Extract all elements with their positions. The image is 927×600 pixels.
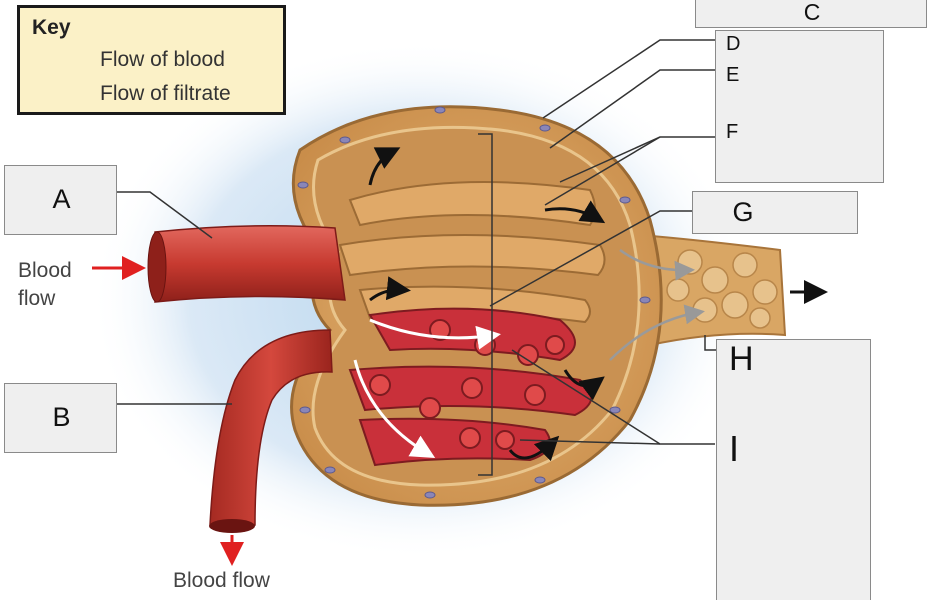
podocyte-folds xyxy=(338,181,606,324)
label-h-text: H xyxy=(729,340,754,378)
label-box-def[interactable]: D E F xyxy=(715,30,884,183)
key-title: Key xyxy=(32,16,71,39)
label-g-text: G xyxy=(732,197,754,227)
label-i-text: I xyxy=(729,428,740,469)
tubule-flow-arrows xyxy=(609,248,705,361)
efferent-opening xyxy=(209,519,255,533)
label-box-a[interactable]: A xyxy=(4,165,117,235)
blood-flow-arrows xyxy=(92,256,244,566)
label-a-text: A xyxy=(52,184,71,214)
label-d-text: D xyxy=(726,33,741,55)
afferent-arteriole xyxy=(154,225,346,303)
tubule-cells xyxy=(666,249,778,329)
leader-lines xyxy=(117,39,717,476)
label-box-hi[interactable]: H I xyxy=(716,339,871,600)
key-blood-label: Flow of blood xyxy=(100,48,225,71)
label-box-b[interactable]: B xyxy=(4,383,117,453)
blood-flow-left-line1: Blood xyxy=(18,259,72,282)
blood-flow-left-line2: flow xyxy=(18,287,56,310)
label-e-text: E xyxy=(726,64,740,86)
capillary-flow-arrows xyxy=(353,318,501,459)
blood-flow-left-label: Blood flow xyxy=(18,257,72,313)
label-box-g[interactable]: G xyxy=(692,191,858,234)
afferent-opening xyxy=(147,231,167,303)
filtrate-flow-arrows xyxy=(368,147,828,462)
legend-key: Key Flow of blood Flow of filtrate xyxy=(17,5,286,115)
label-f-text: F xyxy=(726,121,739,143)
blood-flow-bottom-label: Blood flow xyxy=(173,569,270,592)
label-b-text: B xyxy=(52,402,71,432)
key-filtrate-label: Flow of filtrate xyxy=(100,82,231,105)
label-c-text: C xyxy=(803,0,821,25)
label-box-c[interactable]: C xyxy=(695,0,927,28)
